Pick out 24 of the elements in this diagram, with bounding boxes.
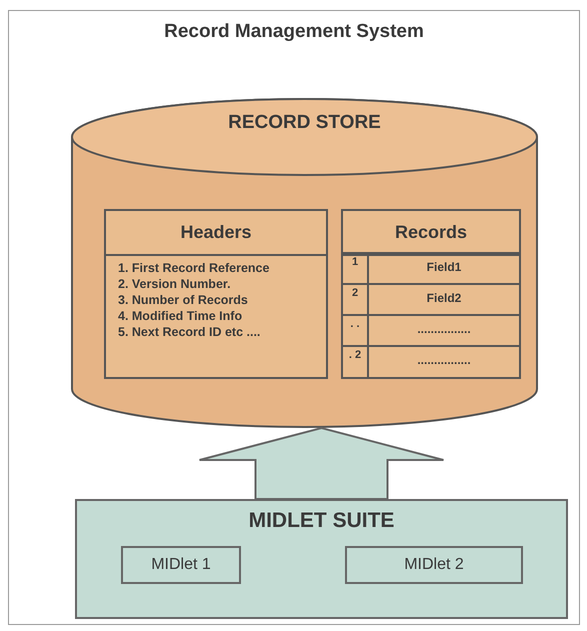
group-title: MIDLET SUITE <box>248 509 396 533</box>
table-panel <box>104 209 328 379</box>
table-panel <box>341 209 521 379</box>
list-item: 5. Next Record ID etc .... <box>118 325 260 339</box>
field-name: ................ <box>416 353 472 367</box>
suite-box <box>75 499 568 619</box>
row-number: . 2 <box>343 347 369 377</box>
list-item: 3. Number of Records <box>118 293 248 307</box>
record-store-cylinder <box>71 98 538 428</box>
module-label: MIDlet 1 <box>151 556 211 573</box>
module-label: MIDlet 2 <box>404 556 464 573</box>
module-box <box>121 546 241 584</box>
frame-title: Record Management System <box>163 21 425 43</box>
list-item: 1. First Record Reference <box>118 261 270 275</box>
system-frame <box>8 10 580 625</box>
module-box <box>345 546 523 584</box>
list-item: 4. Modified Time Info <box>118 309 242 323</box>
field-name: Field1 <box>426 260 462 274</box>
list-item: 2. Version Number. <box>118 277 231 291</box>
section-heading: Headers <box>106 211 326 256</box>
field-name: ................ <box>416 322 472 336</box>
store-title: RECORD STORE <box>227 112 382 134</box>
field-name: Field2 <box>426 291 462 305</box>
block-arrow <box>198 426 444 500</box>
